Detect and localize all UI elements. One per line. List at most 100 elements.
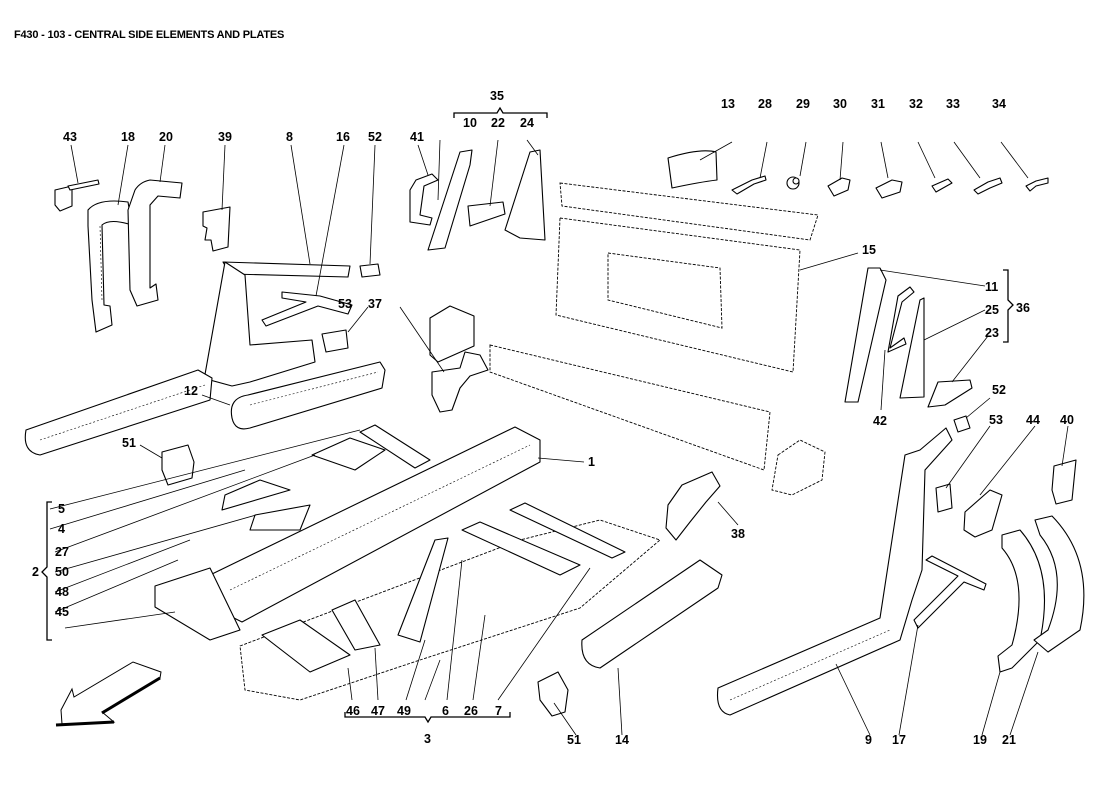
callout-14[interactable]: 14 — [615, 733, 629, 747]
part-37-bracket[interactable] — [431, 351, 489, 413]
part-19-arch[interactable] — [997, 529, 1046, 673]
part-39-plate[interactable] — [202, 206, 231, 252]
callout-50[interactable]: 50 — [55, 565, 69, 579]
callout-46[interactable]: 46 — [346, 704, 360, 718]
part-17-tee[interactable] — [913, 555, 987, 629]
part-41-bracket[interactable] — [409, 173, 439, 226]
callout-41[interactable]: 41 — [410, 130, 424, 144]
callout-3[interactable]: 3 — [424, 732, 431, 746]
part-43-clip[interactable] — [54, 179, 100, 212]
callout-47[interactable]: 47 — [371, 704, 385, 718]
callout-12[interactable]: 12 — [184, 384, 198, 398]
part-42-bracket[interactable] — [887, 286, 915, 353]
callout-9[interactable]: 9 — [865, 733, 872, 747]
callout-53[interactable]: 53 — [338, 297, 352, 311]
callout-53[interactable]: 53 — [989, 413, 1003, 427]
callout-28[interactable]: 28 — [758, 97, 772, 111]
part-53-block-a[interactable] — [321, 329, 349, 353]
callout-6[interactable]: 6 — [442, 704, 449, 718]
callout-37[interactable]: 37 — [368, 297, 382, 311]
callout-39[interactable]: 39 — [218, 130, 232, 144]
callout-16[interactable]: 16 — [336, 130, 350, 144]
callout-27[interactable]: 27 — [55, 545, 69, 559]
part-40-plate[interactable] — [1051, 459, 1077, 505]
callout-26[interactable]: 26 — [464, 704, 478, 718]
part-14-sill[interactable] — [581, 559, 723, 669]
callout-24[interactable]: 24 — [520, 116, 534, 130]
part-51-block-a[interactable] — [161, 444, 195, 486]
callout-32[interactable]: 32 — [909, 97, 923, 111]
part-23-gusset[interactable] — [927, 379, 973, 408]
part-21-arch[interactable] — [1033, 515, 1085, 653]
callout-5[interactable]: 5 — [58, 502, 65, 516]
part-10-pillar[interactable] — [427, 149, 473, 251]
callout-52[interactable]: 52 — [992, 383, 1006, 397]
callout-36[interactable]: 36 — [1016, 301, 1030, 315]
callout-52[interactable]: 52 — [368, 130, 382, 144]
part-29-nut[interactable] — [786, 176, 800, 190]
callout-23[interactable]: 23 — [985, 326, 999, 340]
part-20-bracket[interactable] — [127, 179, 183, 307]
callout-20[interactable]: 20 — [159, 130, 173, 144]
callout-40[interactable]: 40 — [1060, 413, 1074, 427]
callout-2[interactable]: 2 — [32, 565, 39, 579]
callout-11[interactable]: 11 — [985, 280, 998, 294]
callout-7[interactable]: 7 — [495, 704, 502, 718]
part-12-sill[interactable] — [230, 361, 386, 430]
callout-19[interactable]: 19 — [973, 733, 987, 747]
part-18-bracket[interactable] — [87, 200, 133, 333]
part-13-pad[interactable] — [667, 150, 718, 189]
part-34-bolt[interactable] — [1025, 177, 1049, 192]
part-25-pillar[interactable] — [899, 297, 925, 399]
callout-21[interactable]: 21 — [1002, 733, 1016, 747]
callout-42[interactable]: 42 — [873, 414, 887, 428]
callout-49[interactable]: 49 — [397, 704, 411, 718]
callout-10[interactable]: 10 — [463, 116, 477, 130]
callout-51[interactable]: 51 — [567, 733, 581, 747]
callout-51[interactable]: 51 — [122, 436, 136, 450]
part-44-bracket[interactable] — [963, 489, 1003, 538]
callout-35[interactable]: 35 — [490, 89, 504, 103]
part-33-bolt[interactable] — [973, 177, 1003, 195]
callout-44[interactable]: 44 — [1026, 413, 1040, 427]
part-9-sill-frame[interactable] — [716, 427, 953, 716]
brace-36 — [1003, 269, 1014, 343]
leader-lines — [49, 139, 1069, 736]
callout-18[interactable]: 18 — [121, 130, 135, 144]
part-22-gusset[interactable] — [467, 201, 506, 227]
callout-48[interactable]: 48 — [55, 585, 69, 599]
callout-30[interactable]: 30 — [833, 97, 847, 111]
part-left-frame-pillar[interactable] — [24, 261, 316, 456]
callout-34[interactable]: 34 — [992, 97, 1006, 111]
callout-15[interactable]: 15 — [862, 243, 876, 257]
part-28-rivet[interactable] — [731, 175, 767, 195]
part-32-screw[interactable] — [931, 178, 953, 193]
callout-13[interactable]: 13 — [721, 97, 735, 111]
callout-29[interactable]: 29 — [796, 97, 810, 111]
callout-1[interactable]: 1 — [588, 455, 595, 469]
brace-35 — [453, 106, 548, 118]
callout-43[interactable]: 43 — [63, 130, 77, 144]
callout-25[interactable]: 25 — [985, 303, 999, 317]
part-11-pillar[interactable] — [844, 267, 887, 403]
part-52-block-b[interactable] — [953, 415, 971, 433]
part-24-pillar[interactable] — [504, 149, 546, 241]
part-16-tee-bracket[interactable] — [261, 291, 353, 327]
part-53-block-b[interactable] — [935, 483, 953, 513]
callout-31[interactable]: 31 — [871, 97, 885, 111]
part-3-floor-assembly[interactable] — [239, 502, 661, 701]
callout-33[interactable]: 33 — [946, 97, 960, 111]
callout-17[interactable]: 17 — [892, 733, 906, 747]
part-51-block-b[interactable] — [537, 671, 569, 717]
part-31-insert[interactable] — [875, 179, 903, 199]
part-2-floor-assembly[interactable] — [154, 424, 431, 641]
callout-4[interactable]: 4 — [58, 522, 65, 536]
part-52-block-a[interactable] — [359, 263, 381, 278]
callout-38[interactable]: 38 — [731, 527, 745, 541]
part-15-bulkhead[interactable] — [555, 182, 819, 373]
part-38-bracket[interactable] — [665, 471, 721, 541]
part-30-insert[interactable] — [827, 177, 851, 197]
callout-45[interactable]: 45 — [55, 605, 69, 619]
callout-22[interactable]: 22 — [491, 116, 505, 130]
callout-8[interactable]: 8 — [286, 130, 293, 144]
